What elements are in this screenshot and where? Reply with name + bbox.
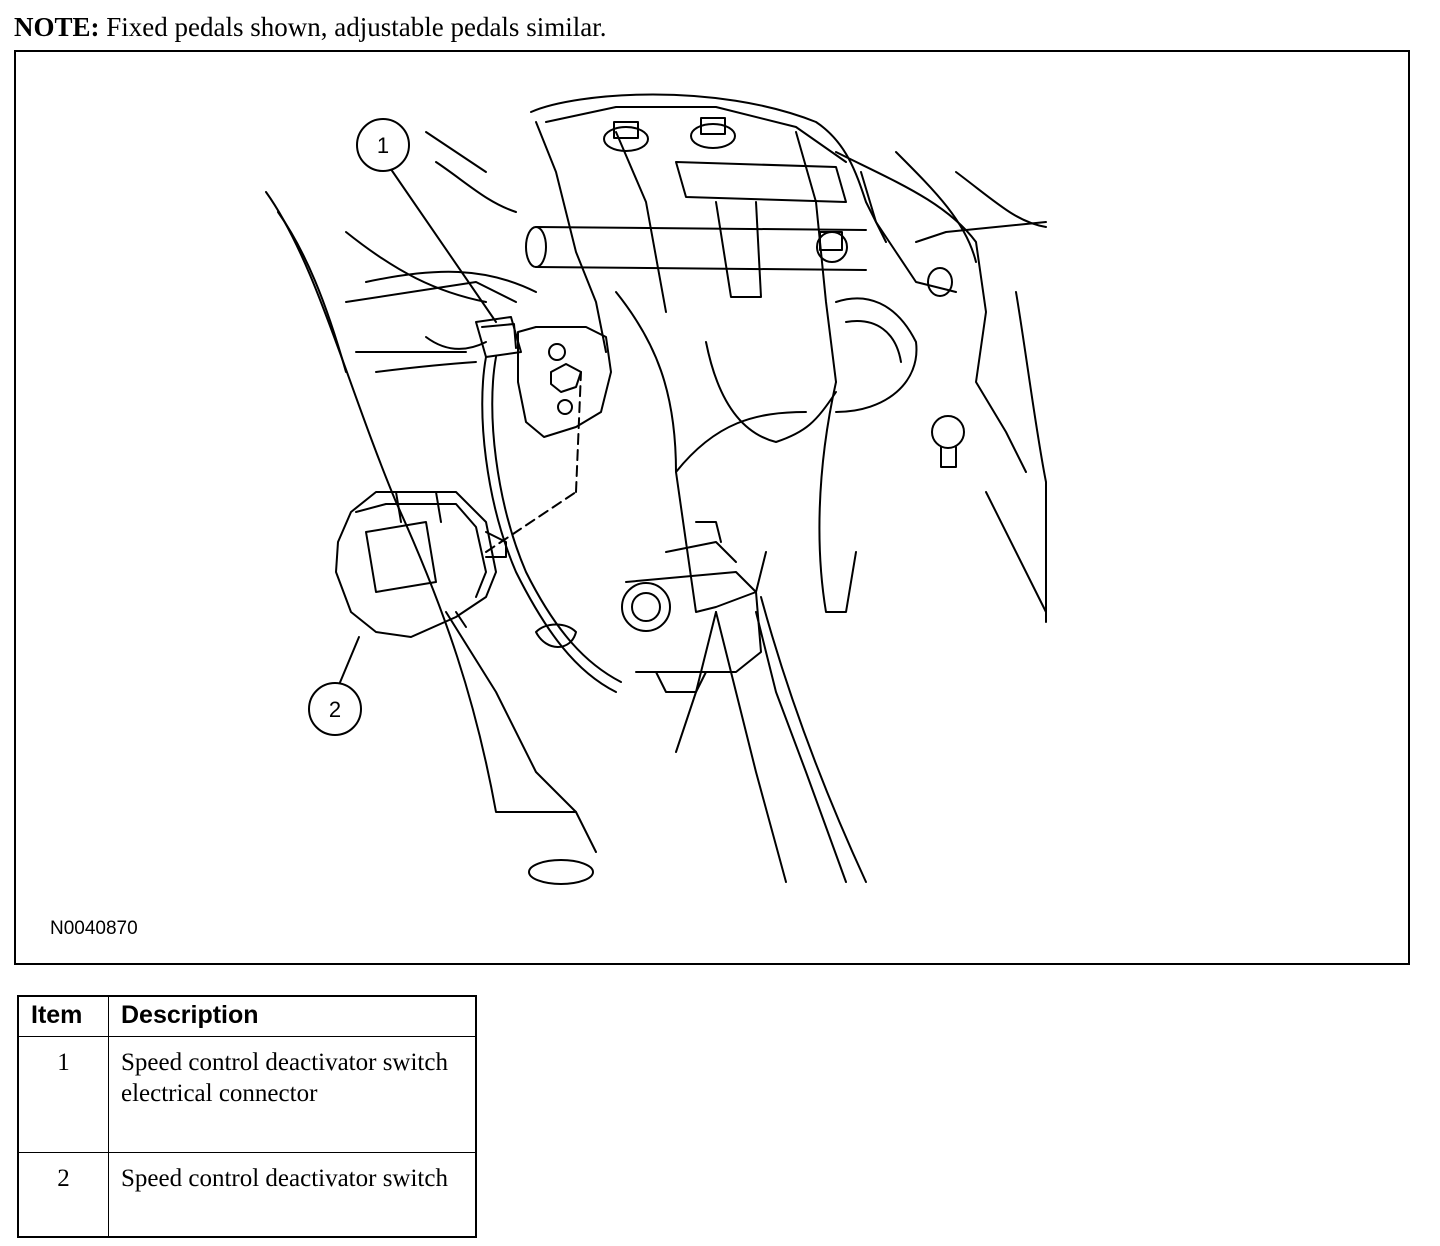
legend-item-description: Speed control deactivator switch electri…	[108, 1035, 477, 1153]
note-label: NOTE:	[14, 12, 100, 42]
callout-2-number: 2	[329, 697, 341, 722]
callout-1-number: 1	[377, 133, 389, 158]
legend-table: Item Description 1 Speed control deactiv…	[17, 995, 477, 1238]
note-line: NOTE: Fixed pedals shown, adjustable ped…	[14, 12, 606, 43]
callout-2-circle: 2	[308, 682, 362, 736]
diagram-frame: 1 2 N0040870	[14, 50, 1410, 965]
note-text: Fixed pedals shown, adjustable pedals si…	[99, 12, 607, 42]
callout-1-circle: 1	[356, 118, 410, 172]
legend-item-description: Speed control deactivator switch	[108, 1151, 477, 1237]
legend-header-item: Item	[17, 995, 109, 1037]
legend-item-number: 1	[17, 1035, 109, 1153]
legend-item-number: 2	[17, 1151, 109, 1237]
legend-header-description: Description	[108, 995, 477, 1037]
table-row: 1 Speed control deactivator switch elect…	[17, 1035, 477, 1153]
table-row: 2 Speed control deactivator switch	[17, 1151, 477, 1237]
figure-id: N0040870	[50, 918, 138, 939]
pedal-assembly-illustration	[265, 93, 1047, 885]
legend-header-row: Item Description	[17, 995, 477, 1037]
